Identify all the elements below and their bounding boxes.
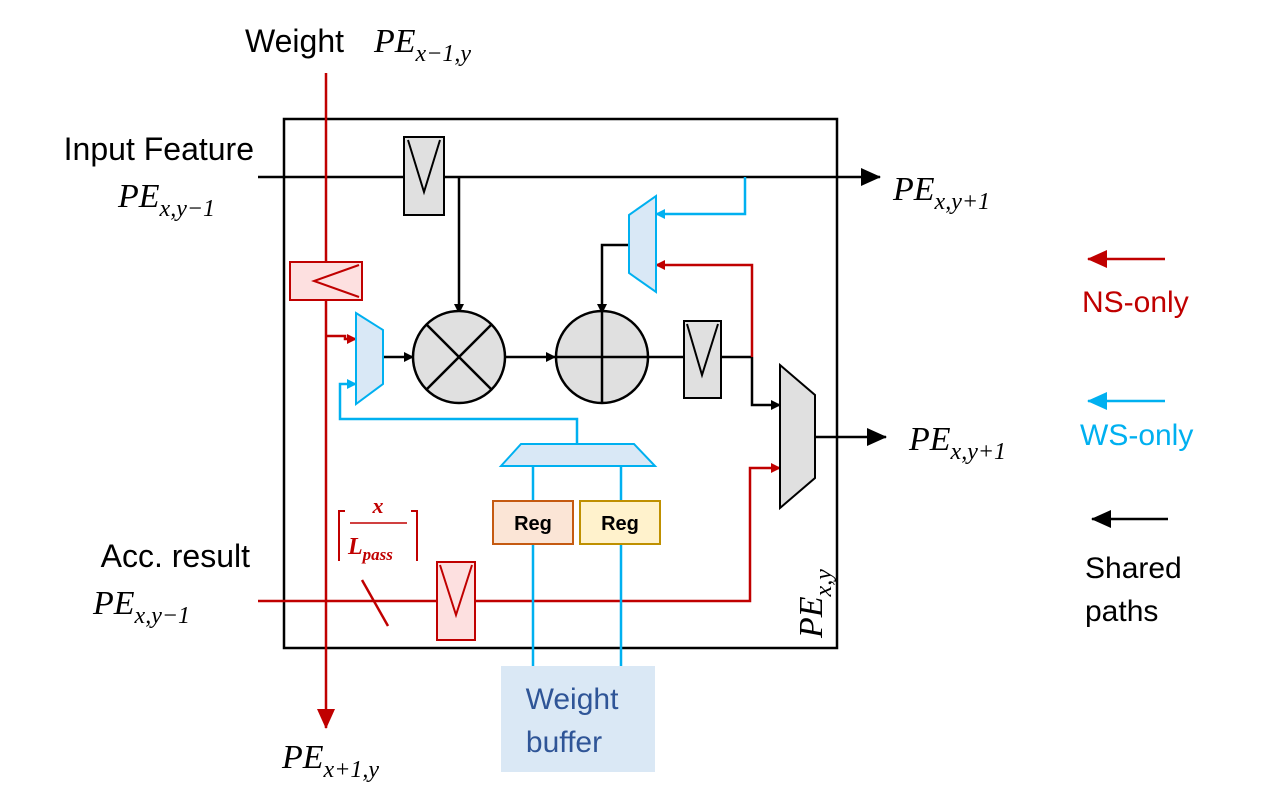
ceil-fraction: x Lpass bbox=[338, 493, 418, 564]
reg-label-1: Reg bbox=[514, 513, 552, 535]
ns-paths bbox=[258, 73, 781, 729]
pe-box-label: PEx,y bbox=[793, 569, 837, 639]
acc-flipflop bbox=[436, 561, 476, 641]
adder-icon bbox=[554, 309, 650, 405]
multiplier-icon bbox=[411, 309, 507, 405]
legend: NS-only WS-only Shared paths bbox=[1080, 250, 1193, 628]
input-feature-label: Input Feature bbox=[64, 131, 254, 167]
fraction-numerator: x bbox=[372, 493, 384, 518]
pe-right-mid-label: PEx,y+1 bbox=[908, 421, 1006, 465]
pe-acc-left-label: PEx,y−1 bbox=[92, 585, 190, 629]
legend-shared-line2: paths bbox=[1085, 595, 1158, 628]
input-flipflop bbox=[403, 136, 445, 216]
fraction-denominator: Lpass bbox=[347, 534, 393, 564]
legend-shared-line1: Shared bbox=[1085, 552, 1182, 585]
reg-box-2 bbox=[579, 500, 661, 545]
weight-buffer-line2: buffer bbox=[526, 726, 602, 759]
pe-bottom-label: PEx+1,y bbox=[281, 739, 379, 783]
shared-paths bbox=[258, 168, 887, 446]
pe-box bbox=[282, 117, 839, 650]
legend-ws-label: WS-only bbox=[1080, 419, 1193, 452]
pe-top-label: PEx−1,y bbox=[373, 23, 471, 67]
acc-result-label: Acc. result bbox=[101, 538, 250, 574]
ws-paths bbox=[338, 177, 747, 666]
adder-mux bbox=[628, 194, 657, 294]
output-mux bbox=[779, 362, 816, 511]
output-flipflop bbox=[683, 320, 722, 399]
weight-label: Weight bbox=[245, 23, 344, 59]
reg-label-2: Reg bbox=[601, 513, 639, 535]
weight-flipflop bbox=[289, 261, 363, 301]
weight-buffer-line1: Weight bbox=[526, 683, 619, 716]
weight-buffer-box bbox=[501, 666, 655, 772]
pe-right-top-label: PEx,y+1 bbox=[892, 171, 990, 215]
pe-input-left-label: PEx,y−1 bbox=[117, 178, 215, 222]
legend-ns-label: NS-only bbox=[1082, 286, 1189, 319]
weight-select-mux bbox=[498, 443, 658, 467]
input-mux bbox=[355, 311, 384, 406]
reg-box-1 bbox=[492, 500, 574, 545]
